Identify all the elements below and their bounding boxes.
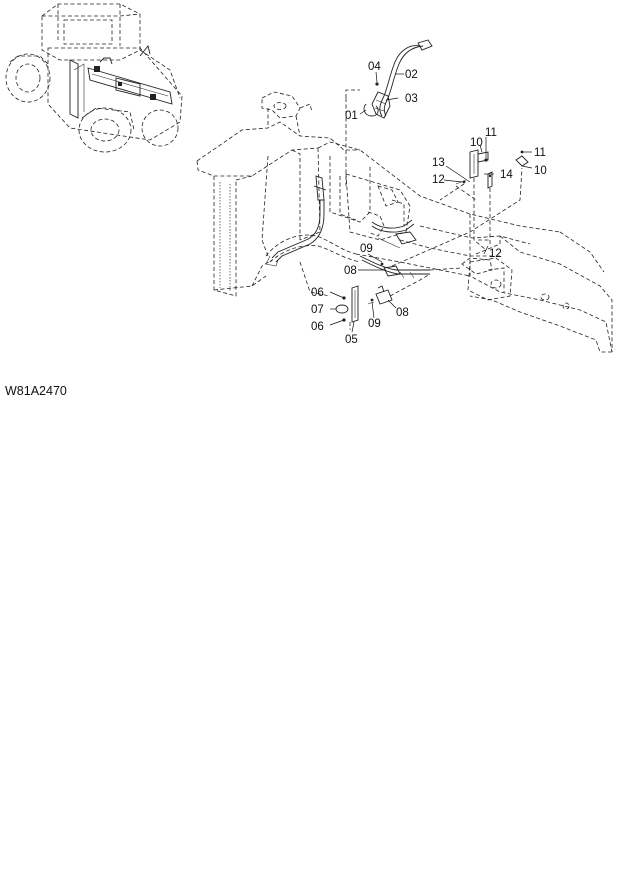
callout-14: 14 xyxy=(500,169,513,181)
callout-04: 04 xyxy=(368,61,381,73)
callout-11a: 11 xyxy=(485,127,497,139)
front-frame-outline xyxy=(196,91,613,353)
harness-and-parts xyxy=(265,39,529,330)
callout-labels: 04 02 01 03 11 10 13 12 14 11 10 12 09 0… xyxy=(311,61,547,346)
callout-09a: 09 xyxy=(360,243,373,255)
callout-06a: 06 xyxy=(311,287,324,299)
callout-08b: 08 xyxy=(396,307,409,319)
callout-01: 01 xyxy=(345,110,358,122)
callout-12a: 12 xyxy=(432,174,445,186)
machine-overview-thumbnail xyxy=(5,3,183,153)
callout-05: 05 xyxy=(345,334,358,346)
callout-10a: 10 xyxy=(470,137,483,149)
callout-10b: 10 xyxy=(534,165,547,177)
callout-12b: 12 xyxy=(489,248,502,260)
callout-13: 13 xyxy=(432,157,445,169)
figure-code: W81A2470 xyxy=(5,384,67,398)
callout-06b: 06 xyxy=(311,321,324,333)
callout-09b: 09 xyxy=(368,318,381,330)
callout-03: 03 xyxy=(405,93,418,105)
callout-02: 02 xyxy=(405,69,418,81)
callout-08a: 08 xyxy=(344,265,357,277)
callout-leaders xyxy=(329,71,533,333)
callout-07: 07 xyxy=(311,304,324,316)
callout-11b: 11 xyxy=(534,147,546,159)
